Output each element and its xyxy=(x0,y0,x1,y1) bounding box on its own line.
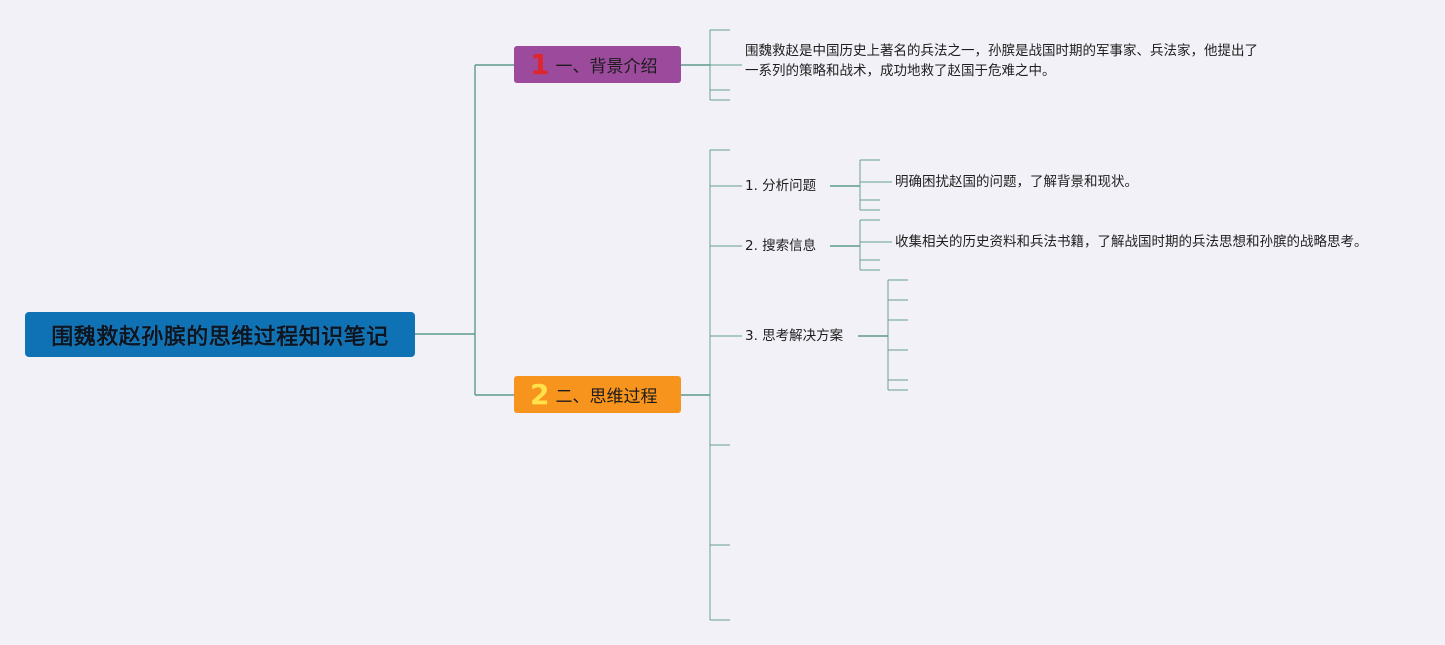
branch-number-badge: 2 xyxy=(530,377,550,411)
root-topic-title: 围魏救赵孙膑的思维过程知识笔记 xyxy=(51,324,389,350)
subtopic-analyze-problem[interactable]: 1. 分析问题 xyxy=(745,178,817,194)
background-description[interactable]: 围魏救赵是中国历史上著名的兵法之一，孙膑是战国时期的军事家、兵法家，他提出了一系… xyxy=(745,43,1258,79)
branch-background-intro[interactable]: 1 一、背景介绍 xyxy=(514,46,681,83)
branch-thinking-process[interactable]: 2 二、思维过程 xyxy=(514,376,681,413)
branch-label: 一、背景介绍 xyxy=(555,57,658,77)
root-topic[interactable]: 围魏救赵孙膑的思维过程知识笔记 xyxy=(25,312,415,357)
subtopic-think-solution[interactable]: 3. 思考解决方案 xyxy=(745,328,844,344)
subtopic-analyze-problem-detail[interactable]: 明确困扰赵国的问题，了解背景和现状。 xyxy=(895,174,1138,190)
branch-label: 二、思维过程 xyxy=(555,387,658,407)
subtopic-search-info[interactable]: 2. 搜索信息 xyxy=(745,238,817,254)
subtopic-search-info-detail[interactable]: 收集相关的历史资料和兵法书籍，了解战国时期的兵法思想和孙膑的战略思考。 xyxy=(895,234,1368,250)
branch-number-badge: 1 xyxy=(530,47,550,81)
